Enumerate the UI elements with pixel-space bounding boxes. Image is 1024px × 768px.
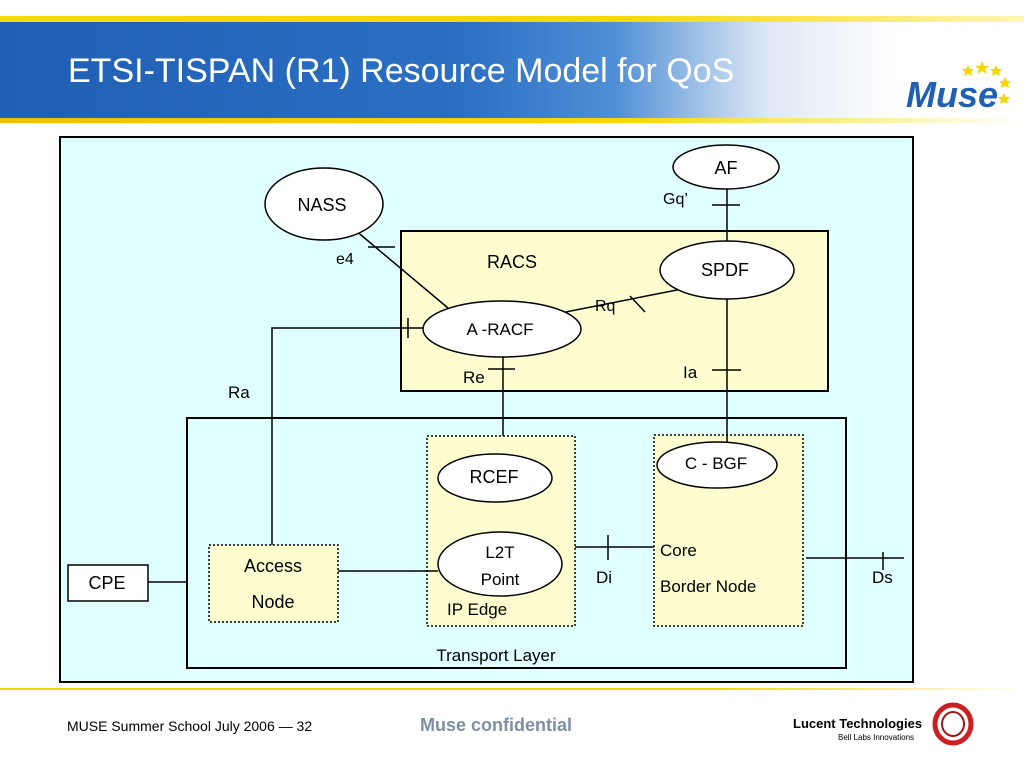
transport-layer-label: Transport Layer	[436, 646, 556, 665]
access-label-line1: Access	[244, 556, 302, 576]
lucent-ring-icon	[932, 702, 974, 746]
di-label: Di	[596, 568, 612, 587]
core-label-line1: Core	[660, 541, 697, 560]
logo-wordmark: Muse	[906, 74, 998, 115]
nass-node	[264, 167, 384, 241]
c-bgf-label: C - BGF	[685, 454, 747, 473]
footer-confidential: Muse confidential	[420, 715, 573, 735]
slide-header: ETSI-TISPAN (R1) Resource Model for QoS …	[0, 0, 1024, 128]
ra-label: Ra	[228, 383, 250, 402]
ds-label: Ds	[872, 568, 893, 587]
racs-label: RACS	[487, 252, 537, 272]
a-racf-label: A -RACF	[466, 320, 533, 339]
rq-tick	[629, 295, 646, 313]
lucent-logo: Lucent Technologies Bell Labs Innovation…	[793, 702, 974, 746]
muse-logo: Muse	[906, 61, 1011, 115]
logo-stars-icon	[962, 61, 1011, 104]
c-bgf-node	[656, 441, 778, 489]
l2t-label-line2: Point	[481, 570, 520, 589]
lucent-tagline: Bell Labs Innovations	[838, 733, 914, 742]
l2t-point-node	[437, 531, 563, 597]
e4-label: e4	[336, 251, 354, 268]
access-node-box	[208, 544, 339, 623]
e4-link	[354, 229, 449, 309]
rcef-label: RCEF	[470, 467, 519, 487]
slide-title: ETSI-TISPAN (R1) Resource Model for QoS	[68, 52, 735, 90]
spdf-label: SPDF	[701, 260, 749, 280]
core-label-line2: Border Node	[660, 577, 756, 596]
af-label: AF	[714, 158, 737, 178]
access-label-line2: Node	[251, 592, 294, 612]
header-top-line	[0, 16, 1024, 22]
footer-line	[0, 688, 1024, 690]
ia-label: Ia	[683, 363, 698, 382]
header-band	[0, 22, 1024, 120]
lucent-wordmark: Lucent Technologies	[793, 716, 922, 731]
footer-event-page: MUSE Summer School July 2006 — 32	[67, 718, 313, 734]
af-node	[672, 144, 780, 190]
rq-label: Rq	[595, 298, 615, 315]
nass-label: NASS	[297, 195, 346, 215]
re-label: Re	[463, 368, 485, 387]
header-bottom-line	[0, 118, 1024, 123]
ip-edge-label: IP Edge	[447, 600, 507, 619]
ra-link	[271, 327, 423, 545]
l2t-label-line1: L2T	[485, 543, 514, 562]
cpe-label: CPE	[88, 573, 125, 593]
rcef-node	[437, 453, 553, 503]
spdf-node	[659, 240, 795, 300]
cpe-box	[67, 564, 149, 602]
gq-label: Gq’	[663, 191, 688, 208]
a-racf-node	[422, 300, 582, 358]
